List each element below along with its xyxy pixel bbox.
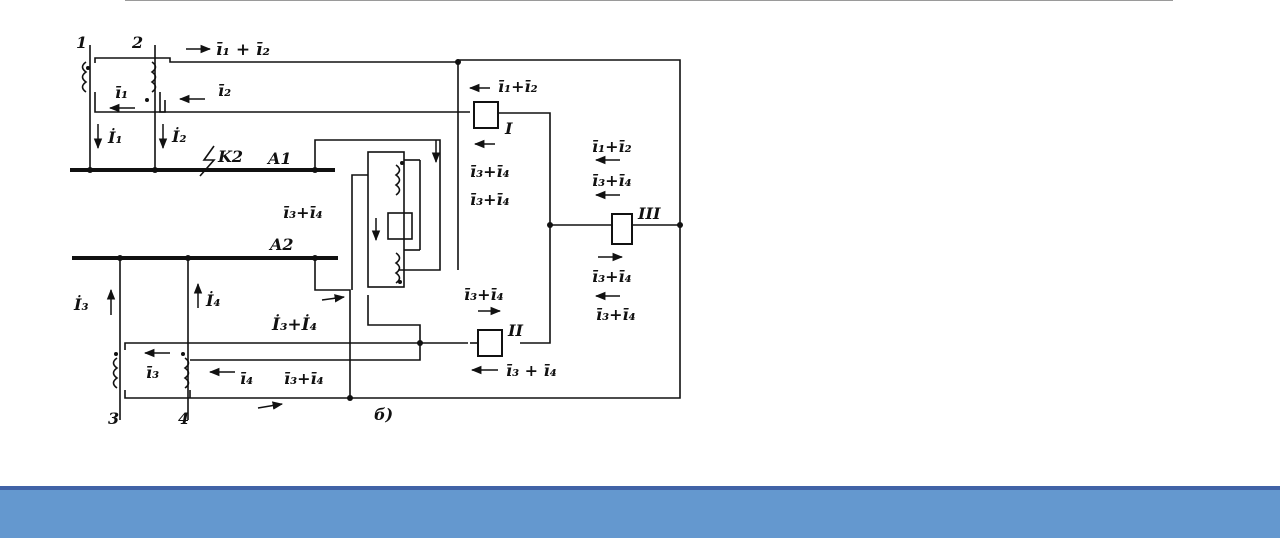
junction-dot <box>117 255 123 261</box>
label-top-sum: ī₁ + ī₂ <box>216 40 270 60</box>
wire-a1-block <box>314 139 441 271</box>
node-2-label: 2 <box>131 33 143 52</box>
relay-II-label: II <box>507 321 523 340</box>
label-r2-i34-top: ī₃+ī₄ <box>464 285 504 304</box>
relay-boxes <box>473 101 633 357</box>
junction-dot <box>86 66 90 70</box>
junction-dot <box>145 98 149 102</box>
junction-dot <box>398 280 402 284</box>
junction-dot <box>185 255 191 261</box>
ct1-coil <box>81 61 88 93</box>
block-coil-bot <box>394 252 401 284</box>
top-divider <box>125 0 1173 1</box>
junction-dot <box>312 255 318 261</box>
junction-dots <box>86 59 683 401</box>
junction-dot <box>114 352 118 356</box>
junction-dot <box>181 352 185 356</box>
junction-dot <box>417 340 423 346</box>
label-I3: İ₃ <box>73 294 89 314</box>
wire-ct4 <box>190 343 421 361</box>
bus-a2-label: A2 <box>268 235 294 254</box>
wire-inner <box>351 174 368 290</box>
node-1-label: 1 <box>76 33 87 52</box>
label-r2-i34-bot: ī₃ + ī₄ <box>506 361 557 380</box>
bottom-band <box>0 486 1280 538</box>
relay-I-label: I <box>504 119 513 138</box>
junction-dot <box>547 222 553 228</box>
relay-II-box <box>477 329 503 357</box>
label-I34: İ₃+İ₄ <box>271 314 317 335</box>
label-r3-i34-top: ī₃+ī₄ <box>592 171 632 190</box>
label-mid-i34-b: ī₃+ī₄ <box>470 190 510 209</box>
junction-dot <box>677 222 683 228</box>
label-I2: İ₂ <box>171 126 187 146</box>
label-ct1-i1: ī₁ <box>115 83 128 102</box>
label-mid-i34-a: ī₃+ī₄ <box>470 162 510 181</box>
diagram-labels: 1 2 3 4 A1 A2 K2 I II III ī₁ + ī₂ ī₁ ī₂ … <box>73 33 661 428</box>
fault-k2-label: K2 <box>217 147 243 166</box>
junction-dot <box>347 395 353 401</box>
ct2-coil <box>150 61 157 93</box>
node-3-label: 3 <box>108 409 119 428</box>
current-arrows <box>93 44 624 410</box>
junction-dot <box>152 167 158 173</box>
block-coil-top <box>394 164 401 196</box>
label-ct-i4: ī₄ <box>240 369 253 388</box>
wire-segment <box>321 294 346 303</box>
block-frame <box>367 151 405 288</box>
wire-block-down <box>367 295 468 344</box>
wire-ct3 <box>124 342 420 350</box>
bus-lines <box>70 168 338 260</box>
label-r3-i34-bot: ī₃+ī₄ <box>596 305 636 324</box>
relay-III-box <box>611 213 633 245</box>
label-bottom-sum: ī₃+ī₄ <box>284 369 324 388</box>
label-ct-i3: ī₃ <box>146 363 159 382</box>
diagram-caption: б) <box>374 405 393 424</box>
label-ct1-i2: ī₂ <box>218 81 231 100</box>
bus-a1-label: A1 <box>266 149 292 168</box>
junction-dot <box>312 167 318 173</box>
relay-III-label: III <box>637 204 661 223</box>
fault-mark <box>199 145 216 177</box>
junction-dot <box>87 167 93 173</box>
wire-ct-bottom <box>124 390 355 399</box>
label-r3-i12: ī₁+ī₂ <box>592 137 632 156</box>
diagram-element <box>199 145 216 177</box>
junction-dot <box>400 161 404 165</box>
wire-r1-right <box>498 112 551 344</box>
wiring <box>81 45 681 420</box>
label-left-i34: ī₃+ī₄ <box>283 203 323 222</box>
wire-i1 <box>94 92 166 113</box>
wire-segment <box>257 401 284 410</box>
label-relay1-sum: ī₁+ī₂ <box>498 77 538 96</box>
wire-i2 <box>159 92 470 113</box>
node-4-label: 4 <box>178 409 189 428</box>
label-I4: İ₄ <box>205 290 221 310</box>
block-relay <box>387 212 413 240</box>
ct4-coil <box>183 357 190 389</box>
label-r3-i34-mid: ī₃+ī₄ <box>592 267 632 286</box>
relay-protection-diagram: 1 2 3 4 A1 A2 K2 I II III ī₁ + ī₂ ī₁ ī₂ … <box>70 33 683 428</box>
wire-a2-block <box>314 258 351 398</box>
relay-I-box <box>473 101 499 129</box>
ct3-coil <box>112 357 119 389</box>
junction-dot <box>455 59 461 65</box>
label-I1: İ₁ <box>107 127 123 147</box>
